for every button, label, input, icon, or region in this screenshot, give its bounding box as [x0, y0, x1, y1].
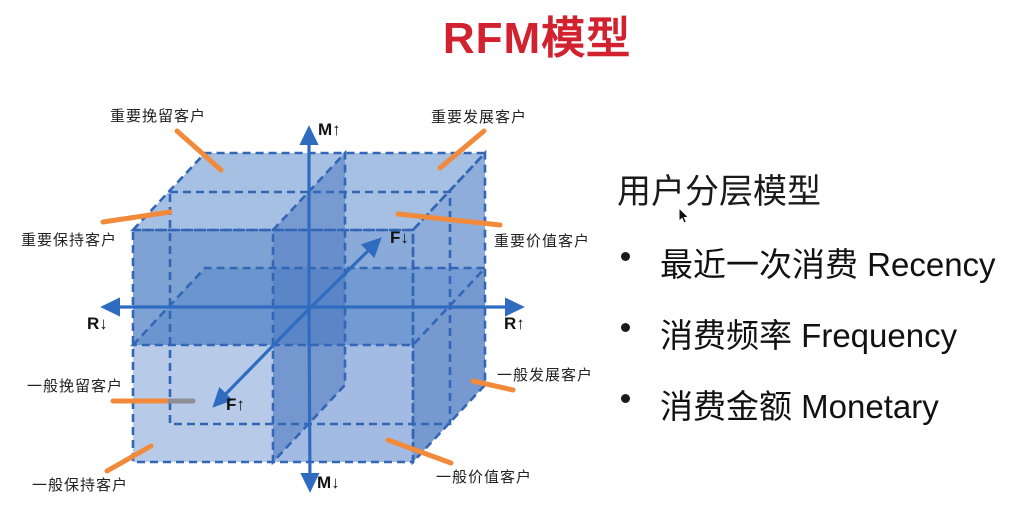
leader-lines [100, 128, 516, 474]
segment-label-general-develop: 一般发展客户 [497, 367, 594, 384]
segment-label-general-value: 一般价值客户 [436, 469, 533, 486]
segment-label-general-retain: 一般挽留客户 [27, 378, 124, 395]
bullet-item-frequency: 消费频率 Frequency [615, 309, 957, 357]
axis-label-f-down: F↓ [390, 228, 409, 247]
bullet-dot [621, 394, 630, 403]
axis-label-m-down: M↓ [317, 473, 340, 492]
segment-label-important-develop: 重要发展客户 [431, 109, 528, 126]
segment-label-general-keep: 一般保持客户 [32, 477, 129, 494]
axis-label-r-down: R↓ [87, 314, 108, 333]
bullet-text: 消费金额 Monetary [660, 388, 939, 425]
bullet-text: 消费频率 Frequency [660, 317, 958, 354]
bullet-item-monetary: 消费金额 Monetary [615, 380, 939, 428]
mouse-cursor-icon [678, 208, 690, 224]
bullet-dot [621, 252, 630, 261]
axis-m-down [300, 306, 320, 493]
bullet-text: 最近一次消费 Recency [660, 246, 996, 283]
axis-label-f-up: F↑ [226, 395, 245, 414]
axis-f-down [298, 237, 382, 320]
segment-label-important-retain: 重要挽留客户 [110, 108, 207, 125]
panel-heading: 用户分层模型 [617, 173, 821, 211]
page-title: RFM模型 [442, 14, 632, 63]
axis-label-r-up: R↑ [504, 314, 525, 333]
axis-f-up [212, 316, 302, 408]
bullet-dot [621, 323, 630, 332]
axes [100, 125, 525, 493]
bullet-item-recency: 最近一次消费 Recency [615, 238, 996, 286]
axis-label-m-up: M↑ [318, 120, 341, 139]
segment-label-important-value: 重要价值客户 [494, 233, 591, 250]
segment-label-important-keep: 重要保持客户 [21, 232, 118, 249]
